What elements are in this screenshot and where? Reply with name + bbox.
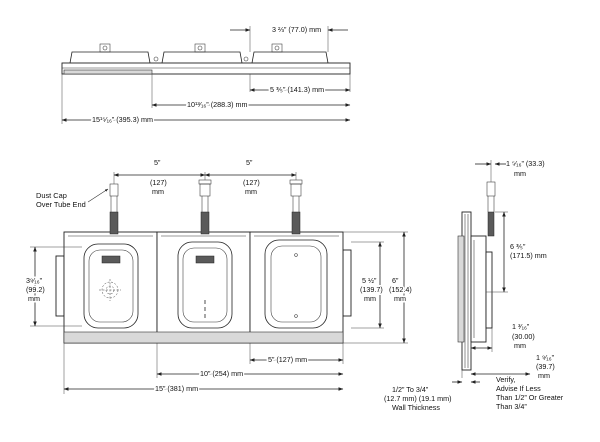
dim-top-overall: 15¹⁵⁄₁₆” (395.3) mm — [92, 115, 153, 124]
left-height-inch: 3⁹⁄₁₆” — [26, 276, 43, 285]
spacing-left-unit: mm — [152, 187, 164, 196]
top-plate — [61, 62, 351, 75]
dust-cap-label-line2: Over Tube End — [36, 200, 86, 209]
wall-note-line2: (12.7 mm) (19.1 mm) — [384, 394, 452, 403]
left-height-mm: (99.2) — [26, 285, 45, 294]
wall-note-line1: 1/2” To 3/4” — [392, 385, 429, 394]
side-depth-a-inch: 1 ³⁄₁₆” — [512, 322, 530, 331]
side-depth-b-inch: 1 ⁹⁄₁₆” — [536, 353, 555, 362]
side-height-inch: 6 ⅗” — [510, 242, 526, 251]
front-panel-center — [156, 231, 251, 344]
dust-cap-label: Dust Cap — [36, 191, 67, 200]
side-depth-a-unit: mm — [514, 341, 526, 350]
side-depth-b-unit: mm — [538, 371, 550, 380]
inner-height-inch: 5 ½” — [362, 276, 377, 285]
dim-right-panel: 5” (127) mm — [268, 355, 307, 364]
top-housing-3 — [251, 43, 329, 64]
spacing-left-mm: (127) — [150, 178, 167, 187]
verify-note-line3: Than 1/2” Or Greater — [496, 393, 564, 402]
spacing-left-inch: 5” — [154, 158, 161, 167]
wall-note-line3: Wall Thickness — [392, 403, 440, 412]
front-panel-left — [63, 231, 158, 344]
top-view: 3 ⅔” (77.0) mm 5 ⅗” (141.3) mm 10¹³⁄₁₆” … — [61, 25, 351, 126]
side-top-offset: 1 ⁵⁄₁₆” (33.3) — [506, 159, 545, 168]
outer-height-unit: mm — [394, 294, 406, 303]
dim-top-two-panels: 10¹³⁄₁₆” (288.3) mm — [187, 100, 247, 109]
inner-height-unit: mm — [364, 294, 376, 303]
tube-right — [289, 179, 303, 235]
inner-height-mm: (139.7) — [360, 285, 383, 294]
side-view: 1 ⁵⁄₁₆” (33.3) mm 6 ⅗” (171.5) mm 1 ³⁄₁₆… — [384, 159, 564, 412]
dim-two-panel-span: 10” (254) mm — [200, 369, 243, 378]
dim-top-gap: 5 ⅗” (141.3) mm — [270, 85, 324, 94]
spacing-right-mm: (127) — [243, 178, 260, 187]
verify-note-line2: Advise If Less — [496, 384, 541, 393]
side-height-mm: (171.5) mm — [510, 251, 547, 260]
tube-left — [109, 183, 119, 235]
left-height-unit: mm — [28, 294, 40, 303]
side-depth-a-mm: (30.00) — [512, 332, 535, 341]
side-depth-b-mm: (39.7) — [536, 362, 555, 371]
outer-height-mm: (152.4) — [389, 285, 412, 294]
tube-center — [198, 179, 212, 235]
verify-note-line1: Verify, — [496, 375, 515, 384]
module-center — [177, 241, 233, 329]
module-right — [264, 239, 328, 329]
outer-height-inch: 6” — [392, 276, 399, 285]
top-housing-1 — [69, 43, 151, 64]
side-top-offset-unit: mm — [514, 169, 526, 178]
dim-cap-width: 3 ⅔” (77.0) mm — [272, 25, 321, 34]
front-view: Dust Cap Over Tube End 5” (127) mm 5” (1… — [25, 158, 414, 395]
module-left — [83, 243, 139, 329]
front-panel-right — [249, 231, 344, 344]
top-housing-2 — [161, 43, 243, 64]
verify-note-line4: Than 3/4” — [496, 402, 527, 411]
spacing-right-inch: 5” — [246, 158, 253, 167]
dim-front-overall: 15” (381) mm — [155, 384, 198, 393]
spacing-right-unit: mm — [245, 187, 257, 196]
